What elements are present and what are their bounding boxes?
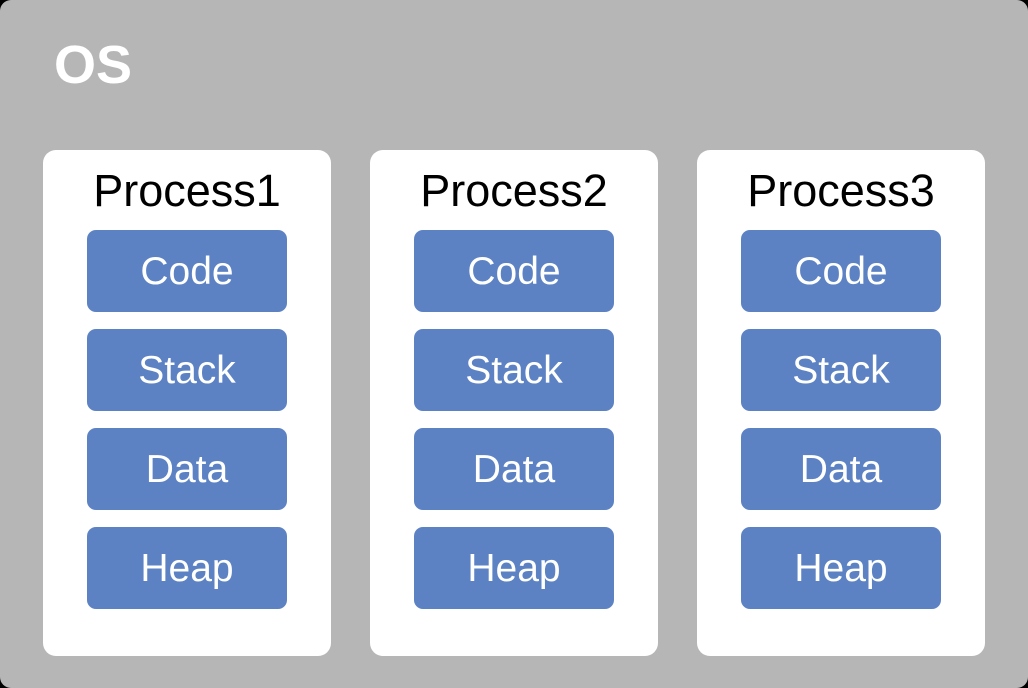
segment-block-heap-1[interactable]: Heap — [87, 527, 287, 610]
segment-label-stack-2: Stack — [465, 348, 563, 392]
process-title-2: Process2 — [420, 165, 608, 216]
segment-block-data-3[interactable]: Data — [741, 428, 941, 511]
segment-block-code-2[interactable]: Code — [414, 230, 614, 313]
process-title-3: Process3 — [747, 165, 935, 216]
segment-list-1: Code Stack Data Heap — [43, 230, 331, 610]
segment-block-data-2[interactable]: Data — [414, 428, 614, 511]
process-row: Process1 Code Stack Data Heap — [43, 150, 985, 656]
segment-label-data-3: Data — [799, 447, 883, 491]
segment-list-3: Code Stack Data Heap — [697, 230, 985, 610]
segment-block-stack-2[interactable]: Stack — [414, 329, 614, 412]
segment-block-code-3[interactable]: Code — [741, 230, 941, 313]
segment-label-code-1: Code — [140, 249, 234, 293]
segment-block-code-1[interactable]: Code — [87, 230, 287, 313]
segment-list-2: Code Stack Data Heap — [370, 230, 658, 610]
segment-block-stack-1[interactable]: Stack — [87, 329, 287, 412]
segment-block-data-1[interactable]: Data — [87, 428, 287, 511]
segment-label-data-2: Data — [472, 447, 556, 491]
process-title-1: Process1 — [93, 165, 281, 216]
segment-label-code-2: Code — [467, 249, 561, 293]
segment-label-heap-2: Heap — [467, 546, 561, 590]
segment-block-heap-2[interactable]: Heap — [414, 527, 614, 610]
segment-block-heap-3[interactable]: Heap — [741, 527, 941, 610]
segment-label-heap-1: Heap — [140, 546, 234, 590]
process-card-1[interactable]: Process1 Code Stack Data Heap — [43, 150, 331, 656]
segment-block-stack-3[interactable]: Stack — [741, 329, 941, 412]
segment-label-code-3: Code — [794, 249, 888, 293]
segment-label-data-1: Data — [145, 447, 229, 491]
process-card-3[interactable]: Process3 Code Stack Data Heap — [697, 150, 985, 656]
segment-label-stack-3: Stack — [792, 348, 890, 392]
segment-label-stack-1: Stack — [138, 348, 236, 392]
process-card-2[interactable]: Process2 Code Stack Data Heap — [370, 150, 658, 656]
os-label: OS — [54, 35, 133, 95]
segment-label-heap-3: Heap — [794, 546, 888, 590]
